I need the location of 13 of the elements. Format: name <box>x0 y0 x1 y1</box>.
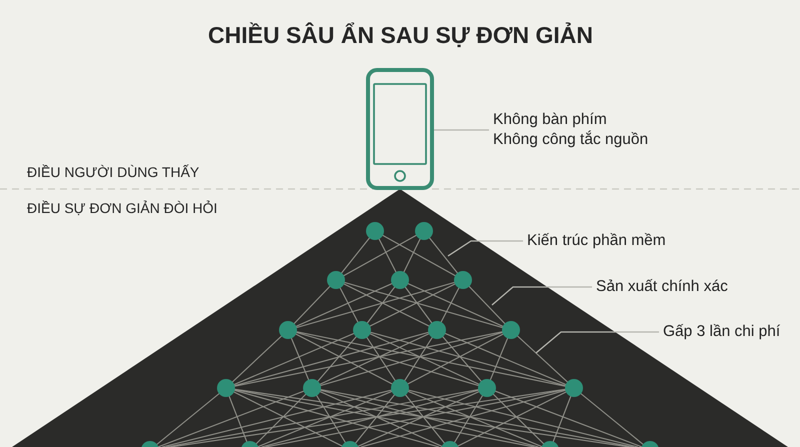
callout-text: Không bàn phím <box>493 110 608 130</box>
phone-icon <box>366 68 434 190</box>
leader-line <box>492 286 592 306</box>
callout-text: Kiến trúc phần mềm <box>527 231 666 251</box>
callout-text: Không công tắc nguồn <box>493 130 648 150</box>
callout-text: Gấp 3 lần chi phí <box>663 322 780 342</box>
callout-text: Sản xuất chính xác <box>596 277 728 297</box>
leader-line <box>434 129 489 131</box>
section-label: ĐIỀU NGƯỜI DÙNG THẤY <box>27 163 200 181</box>
section-label: ĐIỀU SỰ ĐƠN GIẢN ĐÒI HỎI <box>27 199 218 217</box>
leader-line <box>536 331 659 354</box>
diagram-title: CHIỀU SÂU ẨN SAU SỰ ĐƠN GIẢN <box>208 21 594 49</box>
leader-line <box>448 240 523 257</box>
